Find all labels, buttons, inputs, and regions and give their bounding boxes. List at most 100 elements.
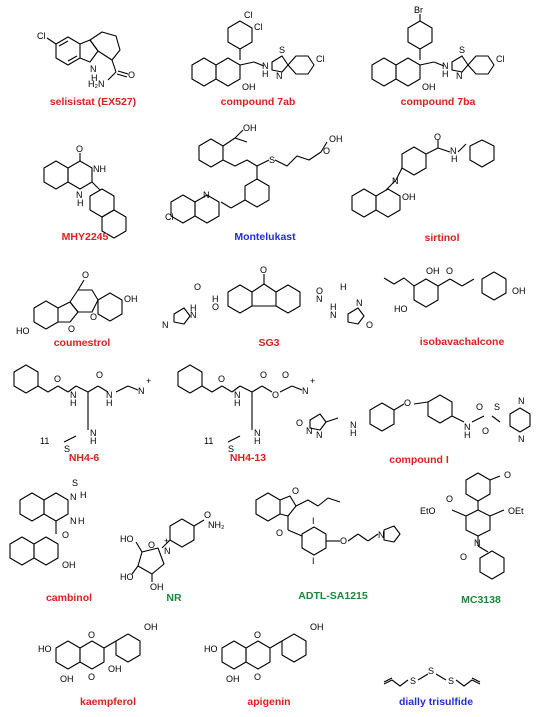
atom-label: O [88, 630, 95, 640]
compound-name: compound I [389, 454, 449, 466]
atom-label: NH [93, 164, 106, 174]
atom-label: + [164, 536, 169, 546]
atom-label: O [254, 672, 261, 682]
atom-label: Cl [165, 212, 174, 222]
atom-label: H [77, 198, 84, 208]
atom-label: O [404, 398, 411, 408]
compound-panel: OH HO O OH O apigenin [204, 616, 334, 710]
atom-label: S [228, 444, 234, 454]
atom-label: O [482, 426, 489, 436]
atom-label: 11 [204, 436, 213, 446]
compound-panel: OH O HO OH isobavachalcone [380, 264, 544, 352]
compound-name: ADTL-SA1215 [298, 590, 368, 602]
atom-label: N [162, 320, 169, 330]
atom-label: H [234, 398, 241, 408]
compound-name: compound 7ba [400, 96, 476, 108]
atom-label: O [282, 370, 289, 380]
atom-label: 11 [40, 436, 49, 446]
atom-label: O [68, 324, 75, 334]
chemical-structure: OH HO O OH O [204, 616, 334, 696]
atom-label: HO [394, 304, 408, 314]
chemical-structure: Br S N N H OH Cl [368, 5, 508, 100]
atom-label: S [459, 45, 465, 55]
atom-label: OH [108, 664, 122, 674]
atom-label: H [212, 294, 219, 304]
compound-panel: O N N N H O O N H O S N N compound I [292, 380, 546, 470]
compound-panel: S H N N H O OH cambinol [9, 478, 124, 608]
atom-label: O [460, 552, 467, 562]
compound-name: SG3 [258, 337, 280, 349]
atom-label: + [146, 376, 151, 386]
atom-label: H [340, 282, 347, 292]
atom-label: N [164, 546, 171, 556]
atom-label: Cl [37, 31, 46, 41]
compound-name: NH4-13 [229, 452, 267, 464]
atom-label: I [312, 556, 315, 566]
compound-name: NH4-6 [68, 452, 100, 464]
compound-name: dially trisulfide [398, 696, 474, 708]
atom-label: O [260, 370, 267, 380]
atom-label: N [90, 428, 97, 438]
atom-label: H [442, 69, 449, 79]
atom-label: H [464, 430, 471, 440]
atom-label: S [72, 478, 78, 488]
compound-name: coumestrol [53, 337, 111, 349]
atom-label: O [96, 370, 103, 380]
atom-label: HO [16, 326, 30, 336]
atom-label: H [330, 302, 337, 312]
atom-label: O [88, 672, 95, 682]
atom-label: S [269, 155, 275, 165]
chemical-structure: OH O HO OH [380, 264, 544, 336]
atom-label: S [279, 45, 285, 55]
chemical-structure: O O OH HO O [12, 270, 152, 336]
atom-label: N [302, 386, 309, 396]
chemical-structure: O EtO O OEt N O [416, 470, 546, 590]
atom-label: S [410, 676, 416, 686]
atom-label: O [446, 494, 453, 504]
compound-panel: Cl Cl S N N H OH Cl compound 7ab [188, 10, 328, 112]
atom-label: OH [60, 674, 74, 684]
atom-label: O [212, 302, 219, 312]
atom-label: O [62, 530, 69, 540]
atom-label: H [451, 154, 458, 164]
atom-label: OH [62, 560, 76, 570]
atom-label: NH₂ [208, 520, 225, 530]
compound-name: kaempferol [79, 696, 137, 708]
compound-panel: O O OH HO O coumestrol [12, 270, 152, 352]
compound-name: cambinol [45, 592, 93, 604]
atom-label: HO [120, 534, 134, 544]
atom-label: HO [120, 572, 134, 582]
atom-label: H [70, 398, 77, 408]
atom-label: O [276, 528, 283, 538]
atom-label: H [262, 69, 269, 79]
compound-panel: Br S N N H OH Cl compound 7ba [368, 5, 508, 112]
atom-label: O [316, 286, 323, 296]
compound-name: apigenin [247, 696, 291, 708]
atom-label: O [254, 630, 261, 640]
atom-label: HO [38, 644, 52, 654]
atom-label: N [474, 538, 481, 548]
compound-panel: O N H N OH sirtinol [351, 132, 522, 248]
atom-label: H [350, 428, 357, 438]
atom-label: O [82, 270, 89, 280]
compound-panel: OH HO O OH OH O kaempferol [38, 616, 178, 710]
atom-label: N [70, 390, 77, 400]
compound-panel: Cl N H H₂N O selisistat (EX527) [28, 12, 158, 112]
atom-label: Br [414, 5, 423, 15]
atom-label: O [292, 486, 299, 496]
atom-label: N [330, 310, 337, 320]
atom-label: O [90, 312, 97, 322]
atom-label: O [323, 146, 330, 156]
compound-name: sirtinol [424, 232, 460, 244]
chemical-structure: OH S OH O Cl N [165, 123, 365, 231]
atom-label: N [450, 146, 457, 156]
atom-label: S [494, 402, 500, 412]
atom-label: Cl [254, 22, 263, 32]
atom-label: H [91, 73, 98, 83]
atom-label: N [306, 426, 313, 436]
atom-label: OH [422, 82, 436, 92]
compound-panel: O N O H N H O N O H N H N O SG3 [160, 265, 378, 352]
compound-name: MHY2245 [61, 231, 109, 243]
atom-label: OH [144, 622, 158, 632]
atom-label: O [218, 374, 225, 384]
